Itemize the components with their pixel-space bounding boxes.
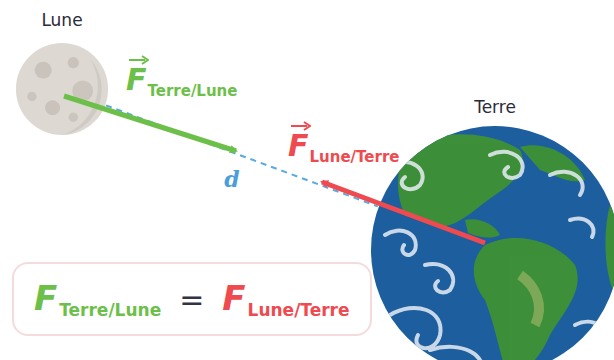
force-arrow-earth-on-moon xyxy=(64,96,236,151)
planet-name: Lune xyxy=(41,10,82,30)
force-arrow-moon-on-earth xyxy=(322,182,485,243)
moon-picture xyxy=(15,42,109,136)
force-subscript: Lune/Terre xyxy=(310,148,400,166)
force-symbol: F xyxy=(34,278,57,318)
equals-sign: = xyxy=(179,282,204,317)
planet-name: Terre xyxy=(474,97,516,117)
moon-node: Lune xyxy=(15,42,109,136)
earth-node: Terre xyxy=(370,125,614,360)
vector-arrow xyxy=(289,121,311,131)
earth-picture xyxy=(370,125,614,360)
force-symbol: F xyxy=(222,278,245,318)
distance-label: d xyxy=(224,166,239,192)
force-label: FLune/Terre xyxy=(288,128,399,163)
force-label: FTerre/Lune xyxy=(126,62,237,97)
equation-box-node: FTerre/Lune=FLune/Terre xyxy=(12,262,372,336)
force-subscript: Terre/Lune xyxy=(59,300,161,320)
force-subscript: Terre/Lune xyxy=(148,82,238,100)
force-symbol: F xyxy=(126,62,147,97)
vector-arrow xyxy=(127,55,149,65)
force-symbol: F xyxy=(288,128,309,163)
force-subscript: Lune/Terre xyxy=(248,300,350,320)
